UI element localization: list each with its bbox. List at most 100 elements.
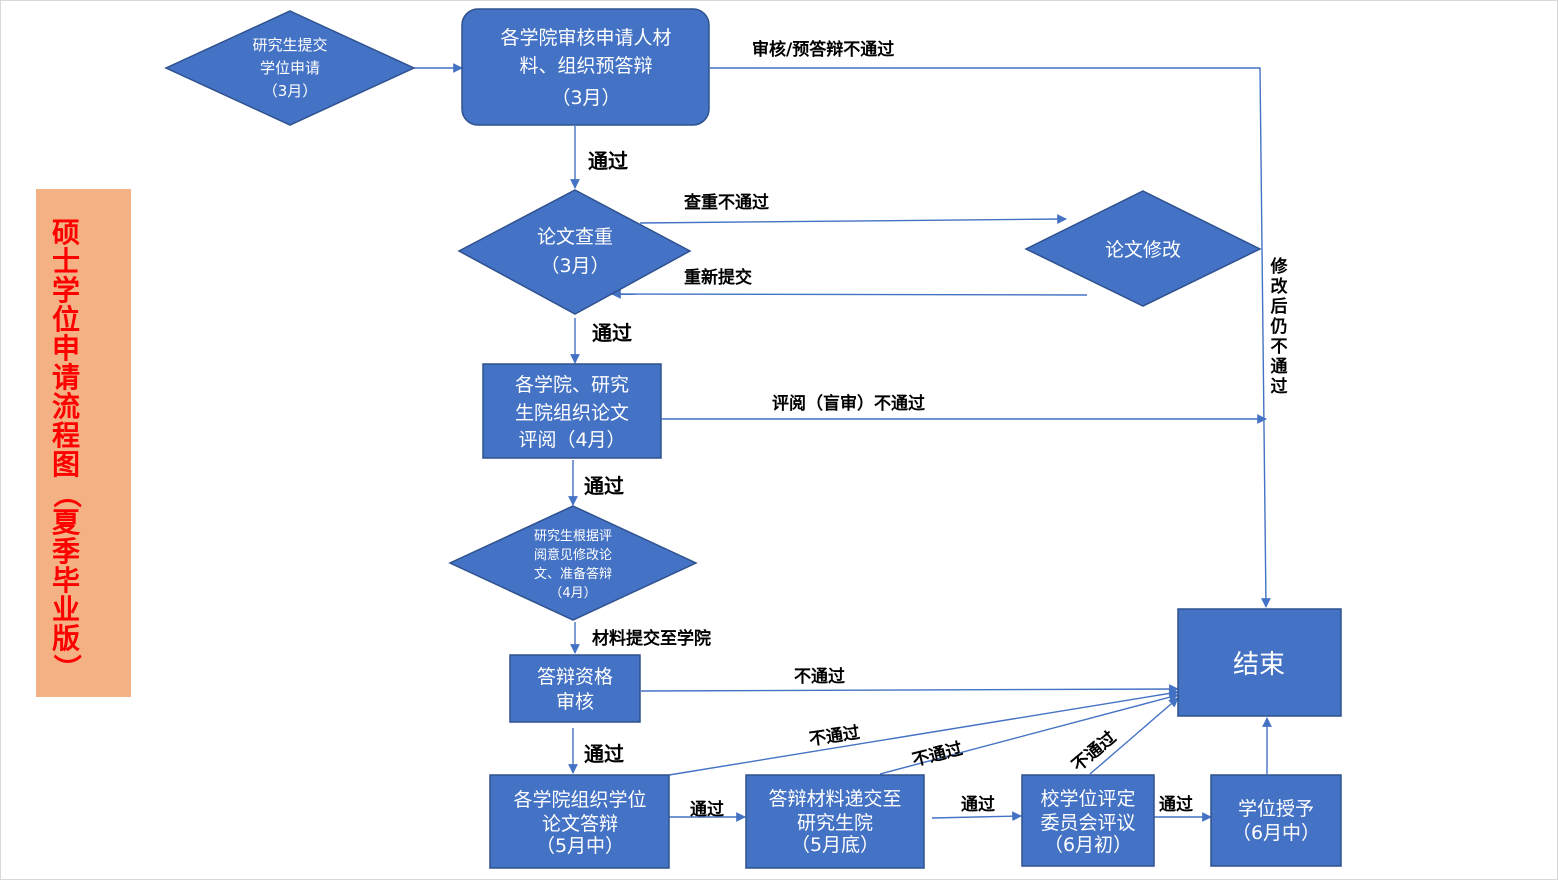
node-qualify-line: 答辩资格 bbox=[537, 666, 613, 688]
label-prepare-submit: 材料提交至学院 bbox=[592, 628, 711, 649]
title-char: 学 bbox=[52, 274, 80, 307]
review-box bbox=[461, 8, 710, 126]
node-review: 各学院审核申请人材 料、组织预答辩 （3月） bbox=[461, 8, 710, 126]
label-defense-fail: 不通过 bbox=[808, 723, 861, 750]
title-char: 图 bbox=[52, 448, 80, 481]
node-end: 结束 bbox=[1177, 608, 1342, 717]
edge-revise-check bbox=[611, 289, 1088, 299]
label-revise-fail-char: 修 bbox=[1270, 256, 1289, 277]
title-char: （ bbox=[50, 480, 83, 508]
grant-box bbox=[1210, 774, 1342, 867]
node-submit: 答辩材料递交至 研究生院 （5月底） bbox=[745, 774, 925, 869]
node-review-line: 各学院审核申请人材 bbox=[500, 27, 671, 49]
label-revise-fail-char: 仍 bbox=[1270, 317, 1288, 337]
node-prepare: 研究生根据评 阅意见修改论 文、准备答辩 （4月） bbox=[448, 505, 698, 621]
submit-box bbox=[745, 774, 925, 869]
node-committee-line: （6月初） bbox=[1044, 834, 1132, 856]
page-title: 硕 士 学 位 申 请 流 程 图 （ 夏 季 毕 业 版 ） bbox=[50, 216, 83, 682]
node-submit-line: 研究生院 bbox=[797, 812, 873, 834]
edge-check-revise bbox=[639, 214, 1067, 224]
label-revise-fail-char: 不 bbox=[1271, 337, 1288, 357]
label-blind-fail: 评阅（盲审）不通过 bbox=[772, 393, 925, 414]
title-char: 流 bbox=[52, 390, 80, 423]
title-char: 士 bbox=[52, 245, 80, 278]
title-char: ） bbox=[50, 654, 83, 682]
label-defense-pass: 通过 bbox=[690, 800, 724, 820]
node-defense: 各学院组织学位 论文答辩 （5月中） bbox=[489, 774, 670, 869]
prepare-diamond bbox=[448, 505, 698, 621]
edges bbox=[414, 63, 1272, 822]
node-apply-line: 学位申请 bbox=[260, 59, 320, 77]
label-resubmit: 重新提交 bbox=[684, 267, 752, 288]
node-apply-line: 研究生提交 bbox=[252, 36, 327, 54]
node-prepare-line: （4月） bbox=[549, 586, 596, 601]
title-char: 申 bbox=[52, 332, 80, 365]
title-char: 请 bbox=[52, 361, 80, 394]
label-revise-fail-char: 改 bbox=[1271, 276, 1289, 297]
node-check-line: 论文查重 bbox=[537, 226, 613, 248]
node-revise: 论文修改 bbox=[1024, 190, 1262, 307]
node-committee: 校学位评定 委员会评议 （6月初） bbox=[1021, 774, 1155, 867]
title-char: 季 bbox=[52, 535, 80, 568]
label-qualify-fail: 不通过 bbox=[794, 667, 845, 687]
node-grant: 学位授予 （6月中） bbox=[1210, 774, 1342, 867]
qualify-box bbox=[509, 654, 641, 723]
label-review-pass: 通过 bbox=[588, 149, 628, 173]
node-prepare-line: 研究生根据评 bbox=[534, 529, 612, 544]
committee-box bbox=[1021, 774, 1155, 867]
node-review-line: （3月） bbox=[551, 87, 620, 109]
node-grant-line: 学位授予 bbox=[1238, 798, 1314, 820]
label-check-fail: 查重不通过 bbox=[683, 192, 769, 213]
title-char: 夏 bbox=[52, 506, 81, 539]
node-submit-line: 答辩材料递交至 bbox=[768, 788, 901, 810]
node-qualify-line: 审核 bbox=[556, 691, 594, 713]
title-char: 程 bbox=[52, 419, 80, 452]
node-qualify: 答辩资格 审核 bbox=[509, 654, 641, 723]
node-committee-line: 校学位评定 bbox=[1040, 788, 1135, 810]
node-committee-line: 委员会评议 bbox=[1040, 812, 1135, 834]
title-char: 硕 bbox=[52, 216, 80, 249]
node-prepare-line: 文、准备答辩 bbox=[534, 566, 612, 582]
node-apply: 研究生提交 学位申请 （3月） bbox=[164, 10, 416, 126]
end-box bbox=[1177, 608, 1342, 717]
label-submit-fail: 不通过 bbox=[910, 739, 964, 771]
label-review-fail: 审核/预答辩不通过 bbox=[752, 39, 894, 60]
node-blind-line: 各学院、研究 bbox=[515, 374, 629, 396]
node-revise-line: 论文修改 bbox=[1105, 239, 1181, 261]
edge-review-fail bbox=[710, 67, 1271, 608]
label-committee-fail: 不通过 bbox=[1068, 728, 1120, 776]
label-committee-pass: 通过 bbox=[1159, 795, 1193, 815]
node-submit-line: （5月底） bbox=[791, 834, 879, 856]
node-blind-line: 评阅（4月） bbox=[518, 429, 625, 451]
label-check-pass: 通过 bbox=[592, 321, 632, 345]
label-qualify-pass: 通过 bbox=[584, 742, 624, 766]
node-prepare-line: 阅意见修改论 bbox=[534, 547, 612, 563]
label-submit-pass: 通过 bbox=[961, 795, 995, 815]
label-revise-fail-char: 过 bbox=[1271, 377, 1288, 397]
title-char: 毕 bbox=[52, 564, 80, 597]
edge-qualify-fail bbox=[640, 684, 1179, 694]
node-defense-line: （5月中） bbox=[536, 835, 624, 857]
label-blind-pass: 通过 bbox=[584, 474, 624, 498]
title-char: 版 bbox=[52, 622, 80, 655]
node-apply-line: （3月） bbox=[263, 82, 318, 100]
blind-box bbox=[482, 363, 662, 459]
node-end-line: 结束 bbox=[1233, 650, 1285, 680]
revise-diamond bbox=[1024, 190, 1262, 307]
title-background bbox=[36, 189, 131, 697]
node-check-line: （3月） bbox=[540, 255, 609, 277]
label-revise-fail-char: 后 bbox=[1271, 297, 1288, 317]
title-box: 硕 士 学 位 申 请 流 程 图 （ 夏 季 毕 业 版 ） bbox=[36, 189, 131, 697]
node-grant-line: （6月中） bbox=[1232, 822, 1320, 844]
node-defense-line: 论文答辩 bbox=[542, 813, 618, 835]
label-revise-fail: 修 改 后 仍 不 通 过 bbox=[1270, 256, 1289, 397]
node-check: 论文查重 （3月） bbox=[457, 189, 692, 315]
edge-submit-fail bbox=[879, 692, 1179, 775]
check-diamond bbox=[457, 189, 692, 315]
node-blind-line: 生院组织论文 bbox=[515, 402, 629, 424]
defense-box bbox=[489, 774, 670, 869]
label-revise-fail-char: 通 bbox=[1271, 357, 1288, 377]
